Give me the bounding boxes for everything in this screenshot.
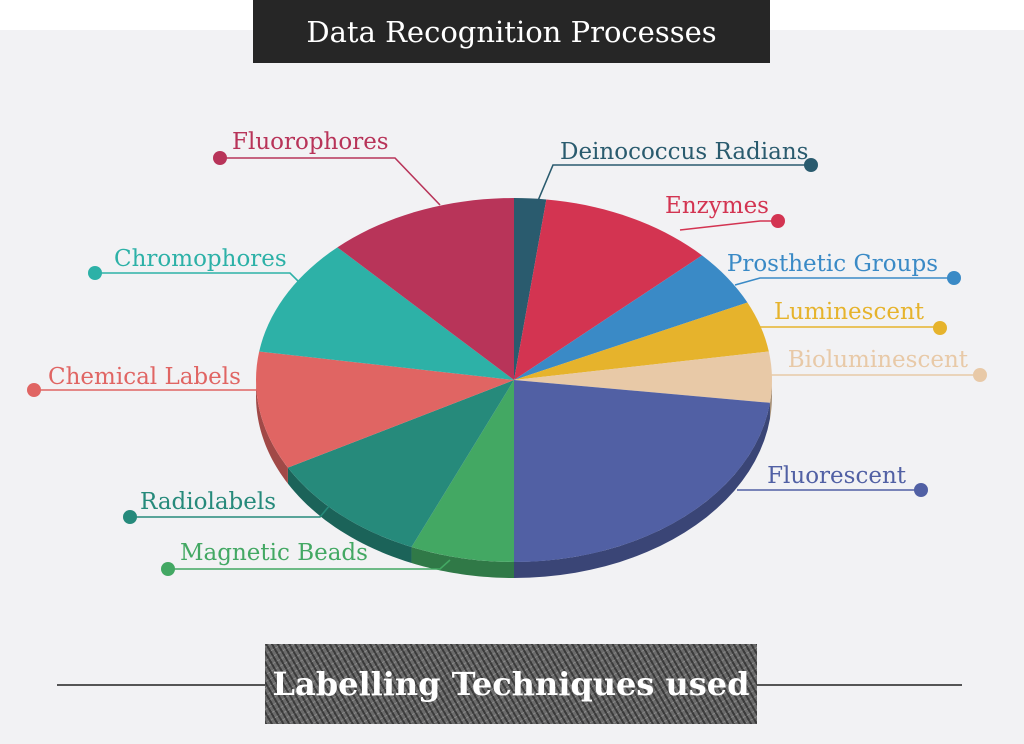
slice-prosthetic-groups xyxy=(514,255,748,380)
callout-line xyxy=(95,272,301,284)
slice-label: Prosthetic Groups xyxy=(727,251,938,277)
footer-caption: Labelling Techniques used xyxy=(272,665,750,703)
callout-dot xyxy=(161,562,175,576)
slice-label: Bioluminescent xyxy=(788,347,969,373)
callout-enzymes: Enzymes xyxy=(665,193,785,231)
callout-radiolabels: Radiolabels xyxy=(123,489,331,524)
callout-chemical-labels: Chemical Labels xyxy=(27,364,260,397)
footer-banner: Labelling Techniques used xyxy=(265,644,757,724)
slice-side-magnetic-beads xyxy=(411,547,514,578)
pie-slices xyxy=(256,198,772,562)
slice-luminescent xyxy=(514,302,769,380)
slice-label: Luminescent xyxy=(774,299,925,325)
slice-fluorescent xyxy=(514,380,770,562)
callout-fluorescent: Fluorescent xyxy=(737,463,928,497)
callout-prosthetic-groups: Prosthetic Groups xyxy=(727,251,961,286)
slice-label: Fluorescent xyxy=(767,463,907,489)
callout-dot xyxy=(123,510,137,524)
chart-title: Data Recognition Processes xyxy=(306,14,717,49)
callout-bioluminescent: Bioluminescent xyxy=(768,347,987,382)
callout-dot xyxy=(947,271,961,285)
callout-dot xyxy=(771,214,785,228)
slice-radiolabels xyxy=(287,380,514,548)
slice-side-chemical-labels xyxy=(256,380,288,484)
slice-label: Chromophores xyxy=(114,246,287,272)
slice-label: Fluorophores xyxy=(232,129,389,155)
slice-enzymes xyxy=(514,199,703,380)
callout-dot xyxy=(933,321,947,335)
callout-deinococcus-radians: Deinococcus Radians xyxy=(536,139,818,204)
callout-dot xyxy=(973,368,987,382)
callout-line xyxy=(734,277,948,286)
callout-magnetic-beads: Magnetic Beads xyxy=(161,540,451,576)
callout-dot xyxy=(804,158,818,172)
slice-deinococcus-radians xyxy=(514,198,547,380)
slice-side-fluorescent xyxy=(514,402,770,578)
callout-luminescent: Luminescent xyxy=(757,299,947,335)
slice-side-radiolabels xyxy=(287,467,412,564)
pie-depth xyxy=(256,380,772,578)
slice-label: Magnetic Beads xyxy=(180,540,368,566)
callout-line xyxy=(168,559,451,570)
callout-chromophores: Chromophores xyxy=(88,246,301,284)
slice-label: Radiolabels xyxy=(140,489,276,515)
callout-dot xyxy=(27,383,41,397)
callout-line xyxy=(679,220,776,231)
slice-label: Enzymes xyxy=(665,193,769,219)
callout-line xyxy=(130,504,331,518)
callout-fluorophores: Fluorophores xyxy=(213,129,441,206)
slice-fluorophores xyxy=(337,198,514,380)
slice-chromophores xyxy=(259,247,514,380)
slice-chemical-labels xyxy=(256,351,514,468)
callout-dot xyxy=(213,151,227,165)
chart-title-box: Data Recognition Processes xyxy=(253,0,770,63)
callout-dot xyxy=(914,483,928,497)
slice-label: Chemical Labels xyxy=(48,364,241,390)
slice-label: Deinococcus Radians xyxy=(560,139,808,165)
slice-magnetic-beads xyxy=(411,380,514,562)
callout-line xyxy=(220,157,441,206)
slice-side-bioluminescent xyxy=(769,380,772,419)
slice-bioluminescent xyxy=(514,351,772,403)
callout-dot xyxy=(88,266,102,280)
callout-line xyxy=(536,164,808,204)
